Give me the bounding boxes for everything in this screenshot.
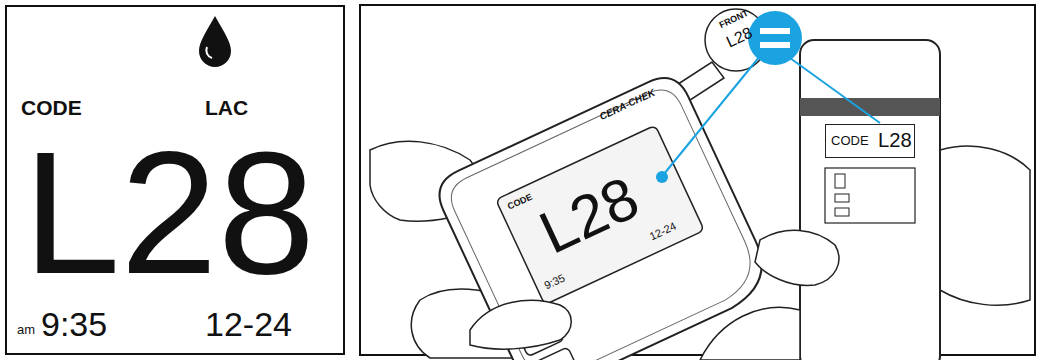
vial-icon — [835, 174, 845, 188]
lcd-reading: L28 — [23, 125, 315, 300]
lcd-text: CODE — [506, 192, 533, 211]
meter-screen — [496, 125, 705, 305]
lcd-reading: L28 — [531, 167, 647, 264]
lcd-text: CODE — [831, 134, 869, 147]
display-panel: CODE LAC L28 am 9:35 12-24 — [5, 5, 345, 355]
vial-icon-box — [825, 168, 915, 223]
equal-bar — [760, 28, 790, 34]
drop-highlight — [206, 47, 212, 58]
lcd-text: am — [17, 323, 35, 336]
hand-finger — [470, 300, 571, 349]
lcd-text: 9:35 — [41, 307, 107, 341]
equal-callout — [748, 11, 802, 65]
leader-line — [664, 56, 760, 174]
lcd-text: 9:35 — [543, 272, 567, 291]
meter — [431, 69, 777, 360]
leader-dot — [656, 171, 668, 183]
strip-vial — [800, 40, 940, 360]
vial-code-label: CODE L28 — [825, 124, 915, 158]
drop-icon — [199, 16, 231, 67]
vial-icon — [835, 194, 849, 202]
lcd-text: LAC — [205, 97, 248, 118]
lcd-text: 12-24 — [648, 221, 678, 243]
vial-icon — [835, 208, 849, 216]
lcd-text: L28 — [878, 130, 912, 150]
meter-button — [532, 347, 579, 360]
lcd-text: 12-24 — [205, 307, 292, 341]
meter-body — [431, 69, 777, 360]
hand-palm — [700, 307, 800, 360]
lcd-text: CODE — [21, 97, 82, 118]
hand-fingers — [940, 146, 1030, 305]
equal-bar — [760, 42, 790, 48]
leader-line — [790, 58, 880, 123]
meter-bezel — [444, 83, 764, 360]
vial-cap-band — [800, 98, 940, 116]
hand-thumb — [755, 230, 839, 285]
